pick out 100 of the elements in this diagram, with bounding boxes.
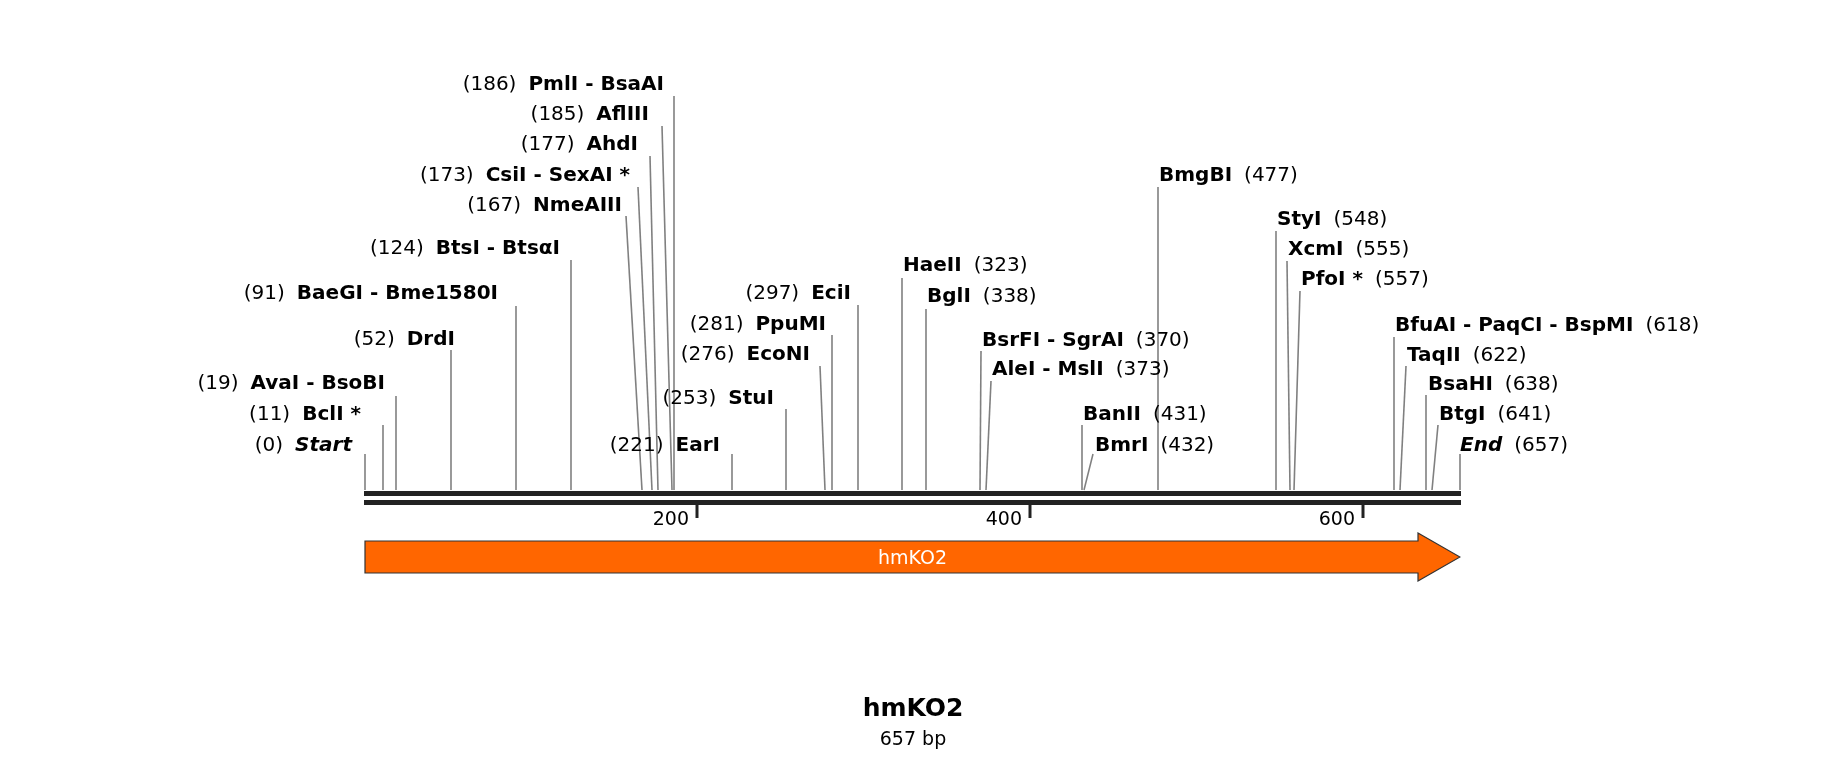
cut-position: (338) <box>982 282 1037 308</box>
cut-position: (173) <box>419 161 474 187</box>
leader-line <box>985 380 992 491</box>
enzyme-name: StuI <box>728 384 774 410</box>
leader-line <box>661 125 673 491</box>
cut-position: (618) <box>1645 311 1700 337</box>
enzyme-name: BsaHI <box>1428 370 1493 396</box>
leader-line <box>831 334 833 491</box>
enzyme-name: BglI <box>927 282 971 308</box>
cut-position: (276) <box>680 340 735 366</box>
leader-line <box>819 365 826 491</box>
enzyme-name: EciI <box>811 279 851 305</box>
leader-line <box>637 186 653 491</box>
cut-position: (11) <box>249 400 291 426</box>
leader-line <box>1286 260 1291 491</box>
leader-line <box>1275 230 1277 491</box>
enzyme-name: AflIII <box>596 100 649 126</box>
leader-line <box>1431 424 1439 491</box>
cut-position: (124) <box>369 234 424 260</box>
axis-label: 200 <box>652 507 689 529</box>
leader-line <box>1157 186 1159 491</box>
cut-position: (281) <box>689 310 744 336</box>
leader-line <box>731 453 733 491</box>
leader-line <box>364 453 366 491</box>
leader-line <box>979 350 982 491</box>
leader-line <box>649 155 659 491</box>
leader-line <box>901 277 903 491</box>
cut-position: (253) <box>662 384 717 410</box>
leader-line <box>925 308 927 491</box>
enzyme-name: BmrI <box>1095 431 1149 457</box>
cut-position: (185) <box>530 100 585 126</box>
cut-position: (370) <box>1135 326 1190 352</box>
cut-position: (431) <box>1152 400 1207 426</box>
enzyme-name: PmlI - BsaAI <box>528 70 664 96</box>
cut-position: (477) <box>1244 161 1298 187</box>
cut-position: (373) <box>1115 355 1170 381</box>
cut-position: (91) <box>243 279 285 305</box>
axis-label: 400 <box>985 507 1022 529</box>
cut-position: (638) <box>1504 370 1559 396</box>
leader-line <box>1083 453 1094 491</box>
cut-position: (657) <box>1514 431 1568 457</box>
leader-line <box>515 305 517 491</box>
dna-backbone <box>364 491 1461 505</box>
enzyme-name: BaeGI - Bme1580I <box>296 279 498 305</box>
enzyme-name: PpuMI <box>755 310 826 336</box>
enzyme-name: NmeAIII <box>533 191 622 217</box>
leader-line <box>673 95 675 491</box>
enzyme-name: BmgBI <box>1159 161 1233 187</box>
enzyme-name: StyI <box>1277 205 1322 231</box>
enzyme-name: HaeII <box>903 251 962 277</box>
leader-line <box>1393 336 1395 491</box>
cut-position: (432) <box>1160 431 1215 457</box>
cut-position: (19) <box>197 369 239 395</box>
leader-line <box>1293 290 1301 491</box>
cut-position: (557) <box>1374 265 1429 291</box>
leader-line <box>1081 424 1083 491</box>
axis-label: 600 <box>1318 507 1355 529</box>
map-caption: 657 bp <box>879 726 947 750</box>
cut-position: (548) <box>1333 205 1388 231</box>
enzyme-name: XcmI <box>1288 235 1344 261</box>
enzyme-name: EcoNI <box>746 340 810 366</box>
cut-position: (0) <box>254 431 284 457</box>
cut-position: (297) <box>745 279 800 305</box>
leader-line <box>395 395 397 491</box>
cut-position: (52) <box>353 325 395 351</box>
enzyme-name: BanII <box>1083 400 1141 426</box>
enzyme-name: BtsI - BtsαI <box>435 234 560 260</box>
enzyme-name: PfoI * <box>1301 265 1363 291</box>
cut-position: (323) <box>973 251 1028 277</box>
cut-position: (555) <box>1355 235 1410 261</box>
leader-line <box>1459 453 1461 491</box>
cut-position: (177) <box>520 130 575 156</box>
cut-position: (221) <box>609 431 664 457</box>
cut-position: (641) <box>1497 400 1552 426</box>
leader-line <box>450 349 452 491</box>
leader-line <box>857 304 859 491</box>
enzyme-name: DrdI <box>406 325 455 351</box>
enzyme-name: CsiI - SexAI * <box>485 161 630 187</box>
cut-position: (622) <box>1472 341 1527 367</box>
leader-line <box>382 424 384 491</box>
map-title: hmKO2 <box>862 693 964 723</box>
enzyme-name: AhdI <box>586 130 638 156</box>
enzyme-name: BfuAI - PaqCI - BspMI <box>1395 311 1634 337</box>
enzyme-name: EarI <box>675 431 720 457</box>
feature-label: hmKO2 <box>878 544 947 570</box>
enzyme-name: TaqII <box>1407 341 1461 367</box>
enzyme-name: End <box>1460 431 1503 457</box>
leader-line <box>625 215 643 491</box>
enzyme-name: BsrFI - SgrAI <box>982 326 1124 352</box>
enzyme-name: BtgI <box>1439 400 1486 426</box>
cut-position: (167) <box>467 191 522 217</box>
enzyme-name: AleI - MslI <box>992 355 1104 381</box>
enzyme-name: Start <box>295 431 352 457</box>
enzyme-name: BclI * <box>302 400 361 426</box>
enzyme-name: AvaI - BsoBI <box>250 369 385 395</box>
cut-position: (186) <box>462 70 517 96</box>
leader-line <box>1425 394 1427 491</box>
leader-line <box>1399 365 1407 491</box>
leader-line <box>785 408 787 491</box>
leader-line <box>570 259 572 491</box>
